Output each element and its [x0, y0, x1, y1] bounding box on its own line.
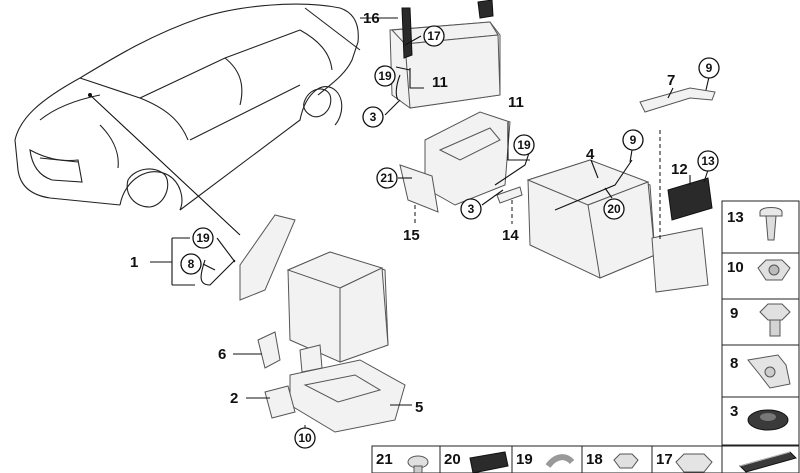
callout-20: 20 — [607, 202, 621, 216]
leader-4 — [590, 159, 599, 179]
leader-9a — [629, 149, 633, 163]
leader-8 — [202, 263, 216, 271]
circle-19a — [374, 65, 396, 87]
callout-21: 21 — [380, 171, 394, 185]
callout-7: 7 — [667, 72, 675, 89]
callout-13: 13 — [701, 154, 715, 168]
leader-3a — [384, 99, 401, 116]
leader-17 — [404, 35, 422, 46]
circle-3a — [362, 106, 384, 128]
panel-bottom-label-0: 21 — [376, 451, 393, 468]
battery-tray-assembly — [399, 111, 531, 213]
panel-right-label-4: 3 — [730, 403, 738, 420]
callout-3b: 3 — [468, 202, 475, 216]
circle-9b — [698, 57, 720, 79]
circle-17 — [423, 25, 445, 47]
circle-19c — [192, 227, 214, 249]
callout-9b: 9 — [706, 61, 713, 75]
leader-19c — [216, 237, 236, 263]
circle-8 — [180, 253, 202, 275]
callout-10: 10 — [298, 431, 312, 445]
callout-5: 5 — [415, 399, 423, 416]
leader-13 — [703, 169, 709, 183]
callout-19b: 19 — [517, 138, 531, 152]
leader-7 — [667, 87, 674, 99]
callout-14: 14 — [502, 227, 519, 244]
panel-right-label-2: 9 — [730, 305, 738, 322]
bolt-icon — [759, 303, 791, 337]
car-pointer-line — [89, 94, 241, 236]
panel-right-label-0: 13 — [727, 209, 744, 226]
car-outline — [14, 3, 361, 211]
circle-3b — [460, 198, 482, 220]
callout-11a: 11 — [432, 74, 448, 91]
callout-15: 15 — [403, 227, 420, 244]
panel-right-label-1: 10 — [727, 259, 744, 276]
top-battery-assembly — [389, 0, 501, 109]
callout-19a: 19 — [378, 69, 392, 83]
leader-9b — [705, 76, 710, 91]
clip-nut-icon — [747, 354, 791, 389]
car-pointer-dot — [88, 93, 92, 97]
panel-bottom-label-4: 17 — [656, 451, 673, 468]
bracket-11a — [409, 68, 424, 89]
sealing-strip-icon — [739, 451, 797, 473]
callout-6: 6 — [218, 346, 226, 363]
circle-21 — [376, 167, 398, 189]
parts-panel-bottom: 21 20 19 18 17 — [371, 445, 800, 473]
leader-20 — [604, 187, 613, 199]
callout-1: 1 — [130, 254, 138, 271]
grommet-icon — [747, 409, 789, 431]
callout-4: 4 — [586, 146, 595, 163]
lower-battery-assembly — [200, 214, 389, 363]
callout-9a: 9 — [630, 133, 637, 147]
screw-icon — [407, 455, 429, 473]
callout-17: 17 — [427, 29, 441, 43]
bracket-11b — [507, 122, 530, 161]
circle-13 — [697, 150, 719, 172]
leader-19a — [395, 66, 411, 71]
callout-11b: 11 — [508, 94, 524, 111]
panel-right-label-3: 8 — [730, 355, 738, 372]
foam-pad-icon — [469, 451, 509, 473]
hex-flange-nut-icon — [675, 453, 713, 473]
circle-19b — [513, 134, 535, 156]
panel-bottom-label-1: 20 — [444, 451, 461, 468]
callout-2: 2 — [230, 390, 238, 407]
panel-bottom-label-2: 19 — [516, 451, 533, 468]
panel-bottom-label-3: 18 — [586, 451, 603, 468]
push-rivet-icon — [759, 207, 783, 241]
callout-19c: 19 — [196, 231, 210, 245]
nut-icon — [613, 453, 639, 469]
circle-20 — [603, 198, 625, 220]
leader-3b — [481, 189, 504, 206]
bracket-1 — [150, 237, 195, 286]
callout-12: 12 — [671, 161, 688, 178]
callout-8: 8 — [188, 257, 195, 271]
callout-3a: 3 — [370, 110, 377, 124]
parts-panel-right: 13 10 9 8 3 — [721, 200, 800, 446]
cable-icon — [545, 454, 575, 468]
main-battery-assembly — [526, 87, 716, 293]
callout-16: 16 — [363, 10, 380, 27]
circle-9a — [622, 129, 644, 151]
circle-10 — [294, 427, 316, 449]
battery-bracket-assembly — [257, 331, 406, 433]
hex-nut-icon — [757, 259, 791, 281]
